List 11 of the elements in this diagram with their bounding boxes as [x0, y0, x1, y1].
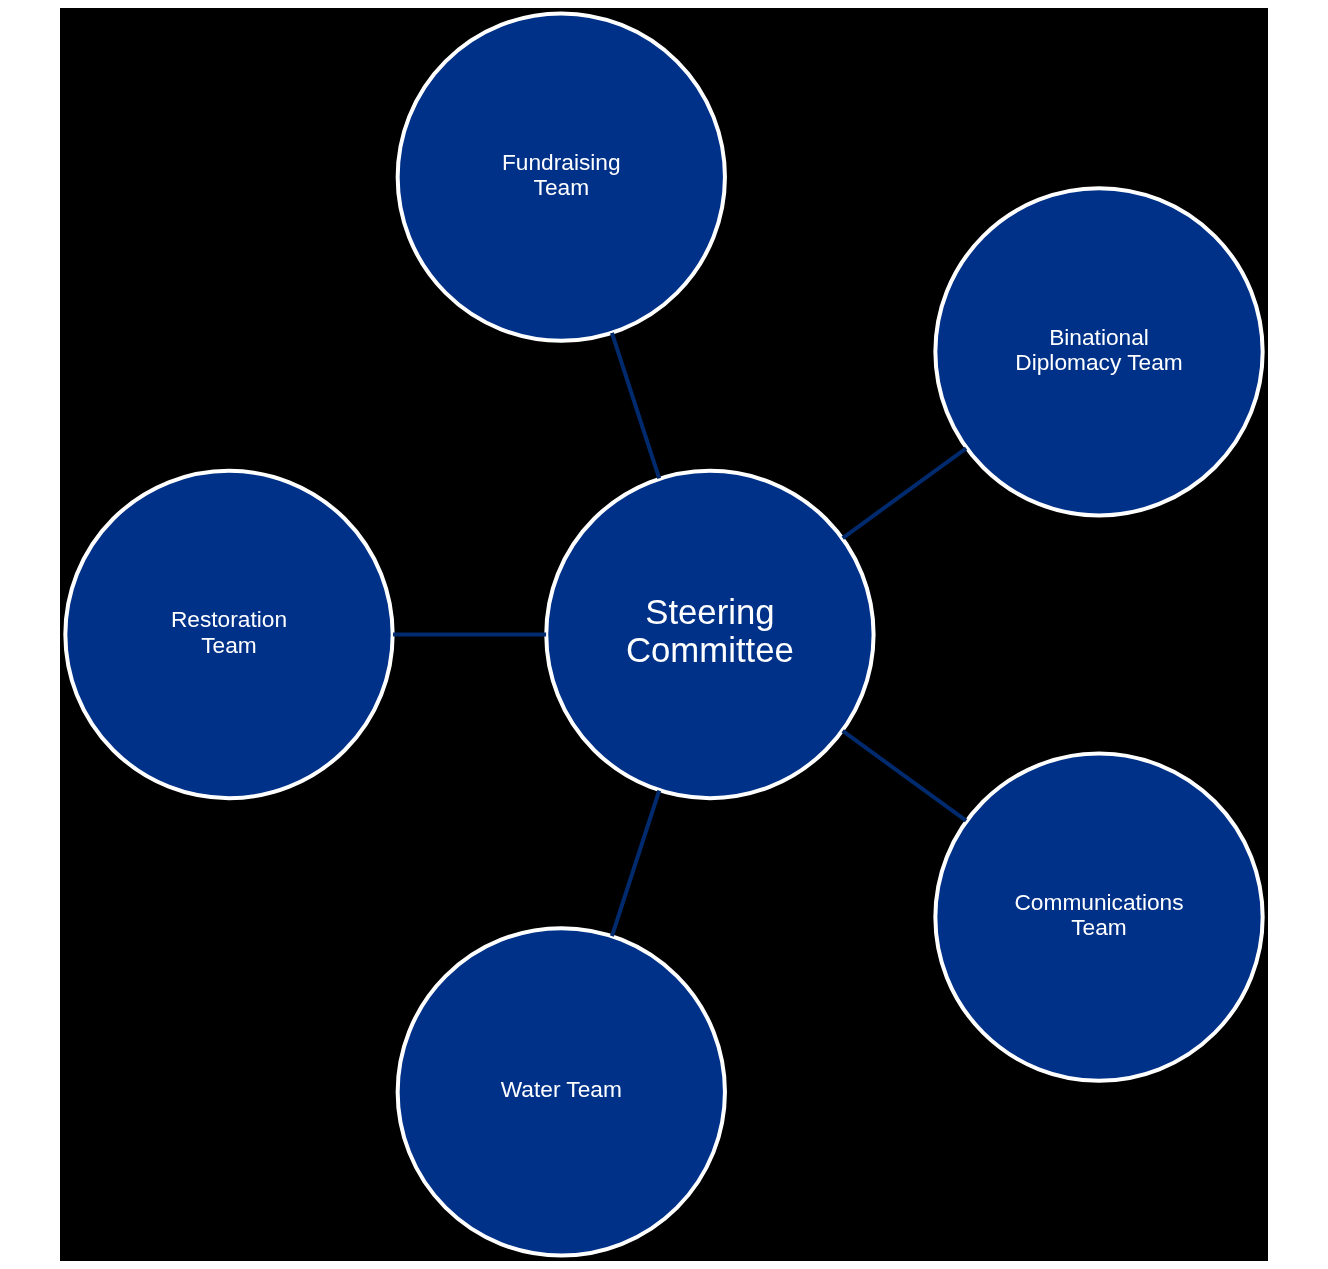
node-circle: Fundraising Team [395, 11, 727, 343]
node-circle: Binational Diplomacy Team [933, 186, 1265, 518]
connector [610, 332, 662, 479]
connector [610, 790, 662, 937]
connector [841, 729, 968, 823]
node-circle: Communications Team [933, 751, 1265, 1083]
node-circle: Steering Committee [544, 468, 876, 801]
connector [393, 632, 547, 637]
connector [841, 446, 968, 540]
node-circle: Restoration Team [63, 468, 395, 801]
node-circle: Water Team [395, 926, 727, 1258]
